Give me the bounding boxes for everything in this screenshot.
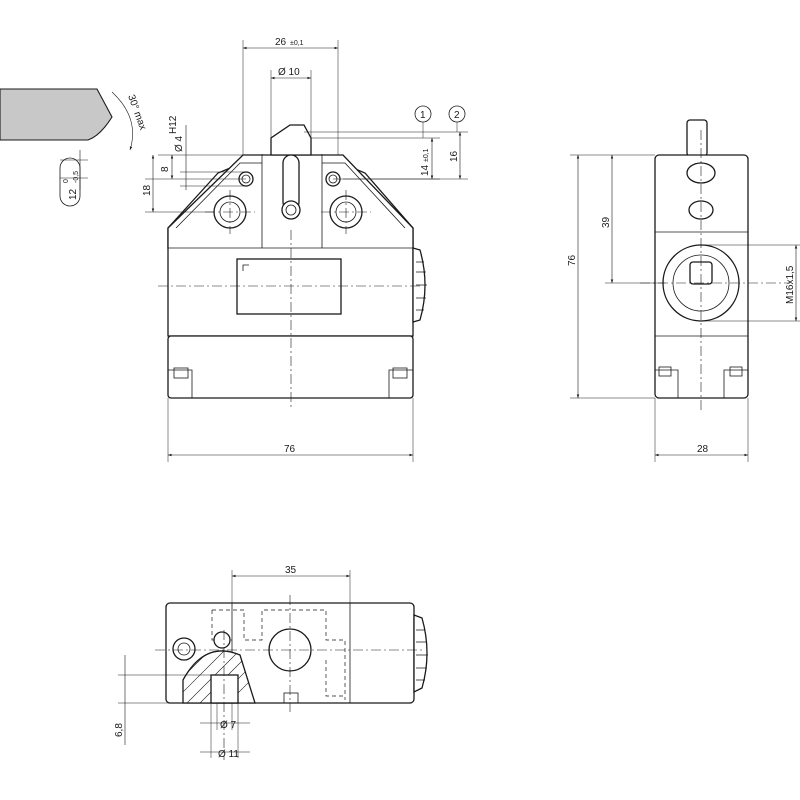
- dim-14-tol: ±0,1: [423, 148, 430, 162]
- bottom-hidden-right: [325, 660, 345, 697]
- bottom-led: [172, 637, 196, 661]
- plunger: [270, 124, 312, 156]
- side-view: 76 39 M16x1,5 28: [567, 119, 800, 462]
- dim-39-value: 39: [601, 216, 612, 228]
- side-clip-left: [658, 366, 672, 377]
- bottom-cut-slot: [210, 674, 239, 704]
- side-clip-right: [729, 366, 743, 377]
- plunger-screw-inner: [285, 204, 297, 216]
- travel-slot-symbol: [59, 157, 81, 207]
- front-view: 26 ±0,1 Ø 10 Ø 4 H12 8 18 14 ±0,1 16: [142, 37, 468, 462]
- dim-18-value: 18: [142, 184, 153, 196]
- side-plunger: [686, 119, 708, 157]
- dim-d10-value: Ø 10: [278, 67, 300, 78]
- corner-notch-right: [388, 369, 413, 398]
- dim-14-value: 14: [420, 164, 431, 176]
- dim-26-value: 26: [275, 37, 287, 48]
- dim-76-height-value: 76: [567, 254, 578, 266]
- dim-26-tol: ±0,1: [290, 40, 304, 47]
- angle-label: 30° max: [125, 93, 148, 131]
- housing-lower-cover: [167, 335, 414, 399]
- bottom-led-inner: [177, 642, 191, 656]
- dim-16-value: 16: [449, 150, 460, 162]
- corner-clip-right: [392, 367, 408, 379]
- dim-35-value: 35: [285, 565, 297, 576]
- bottom-small-hole: [213, 631, 231, 649]
- dim-h12-value: H12: [168, 115, 179, 134]
- actuator-cam-detail: 30° max 12 0 -0,5: [0, 88, 148, 207]
- bevel-left: [175, 162, 262, 229]
- travel-tol-lower: -0,5: [73, 171, 80, 183]
- dim-28-value: 28: [697, 444, 709, 455]
- side-bottom-slots: [655, 369, 748, 398]
- bottom-screw-notch: [283, 692, 299, 704]
- corner-notch-left: [168, 369, 193, 398]
- dim-d11-value: Ø 11: [218, 749, 239, 760]
- dim-d7-value: Ø 7: [220, 720, 237, 731]
- cam-angle-arc: [111, 91, 133, 151]
- dim-thread-value: M16x1,5: [785, 265, 796, 304]
- label-window: [236, 258, 342, 315]
- dim-d4-value: Ø 4: [174, 135, 185, 152]
- bevel-right: [322, 162, 406, 229]
- bottom-view: 35 6,8 Ø 7 Ø 11: [114, 565, 428, 760]
- label-corner-mark: [242, 264, 249, 271]
- conduit-knurl: [416, 261, 427, 311]
- dim-8-value: 8: [160, 166, 171, 172]
- dim-76-width-value: 76: [284, 444, 296, 455]
- bottom-conduit: [413, 614, 428, 694]
- cam-profile: [0, 88, 113, 141]
- callout-2-label: 2: [454, 110, 460, 121]
- travel-value: 12: [68, 188, 79, 200]
- callout-1-label: 1: [420, 110, 426, 121]
- travel-tol-upper: 0: [63, 179, 70, 183]
- bottom-conduit-knurl: [416, 629, 428, 681]
- corner-clip-left: [173, 367, 189, 379]
- plunger-screw: [281, 200, 301, 220]
- bottom-hidden-outline: [212, 609, 346, 700]
- dim-6-8-value: 6,8: [114, 723, 125, 737]
